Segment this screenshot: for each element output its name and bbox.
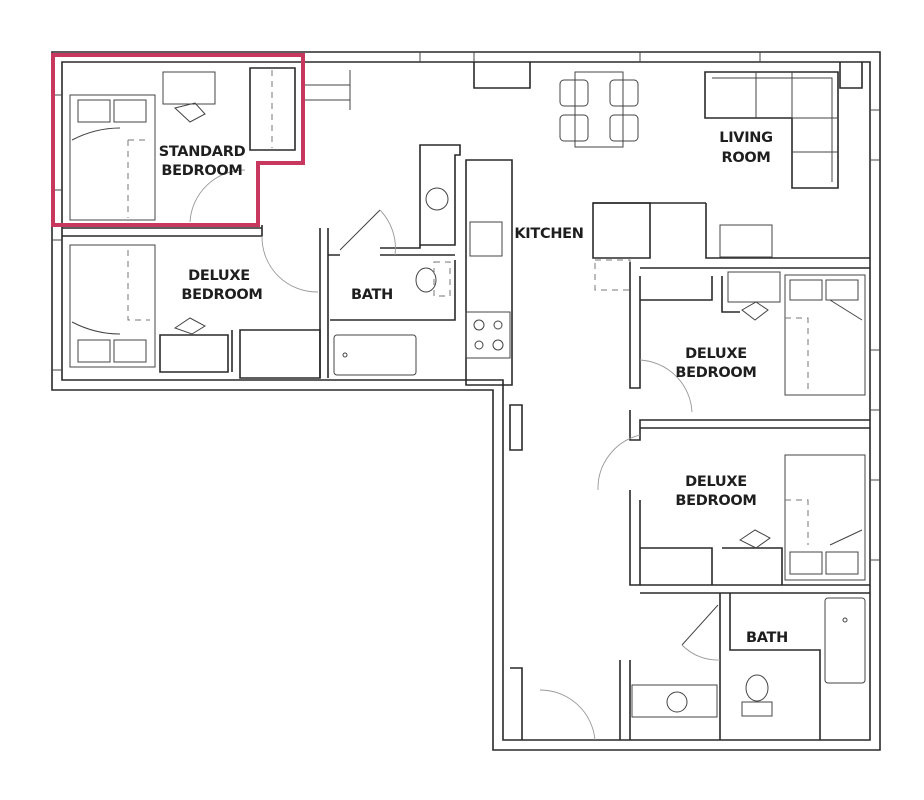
interior-walls [62,62,863,379]
label-deluxe-bedroom-left-line2: BEDROOM [181,287,262,303]
label-bath-right: BATH [746,630,788,646]
kitchen-fixtures [419,144,870,386]
label-living-room-line1: LIVING [719,130,773,146]
label-living-room-line2: ROOM [721,150,770,166]
standard-bedroom-furniture [69,71,246,223]
bath-right-fixtures [539,597,866,741]
bath-left-fixtures [333,209,451,376]
standard-bedroom-highlight [51,53,305,227]
room-labels: STANDARD BEDROOM DELUXE BEDROOM BATH KIT… [159,130,789,646]
label-deluxe-bedroom-right-upper-line2: BEDROOM [675,365,756,381]
right-bedroom-lower-furniture [597,434,866,581]
label-standard-bedroom-line2: BEDROOM [161,163,242,179]
right-bedroom-upper-furniture [639,271,866,413]
label-deluxe-bedroom-left-line1: DELUXE [188,268,250,284]
label-deluxe-bedroom-right-upper-line1: DELUXE [685,346,747,362]
sectional-sofa [704,71,839,189]
deluxe-bedroom-left-furniture [69,235,319,368]
label-bath-left: BATH [351,287,393,303]
label-standard-bedroom-line1: STANDARD [159,144,246,160]
label-kitchen: KITCHEN [514,226,583,242]
label-deluxe-bedroom-right-lower-line2: BEDROOM [675,493,756,509]
right-wing-walls [509,262,870,740]
exterior-walls [51,51,881,751]
label-deluxe-bedroom-right-lower-line1: DELUXE [685,474,747,490]
dining-table [559,71,639,148]
